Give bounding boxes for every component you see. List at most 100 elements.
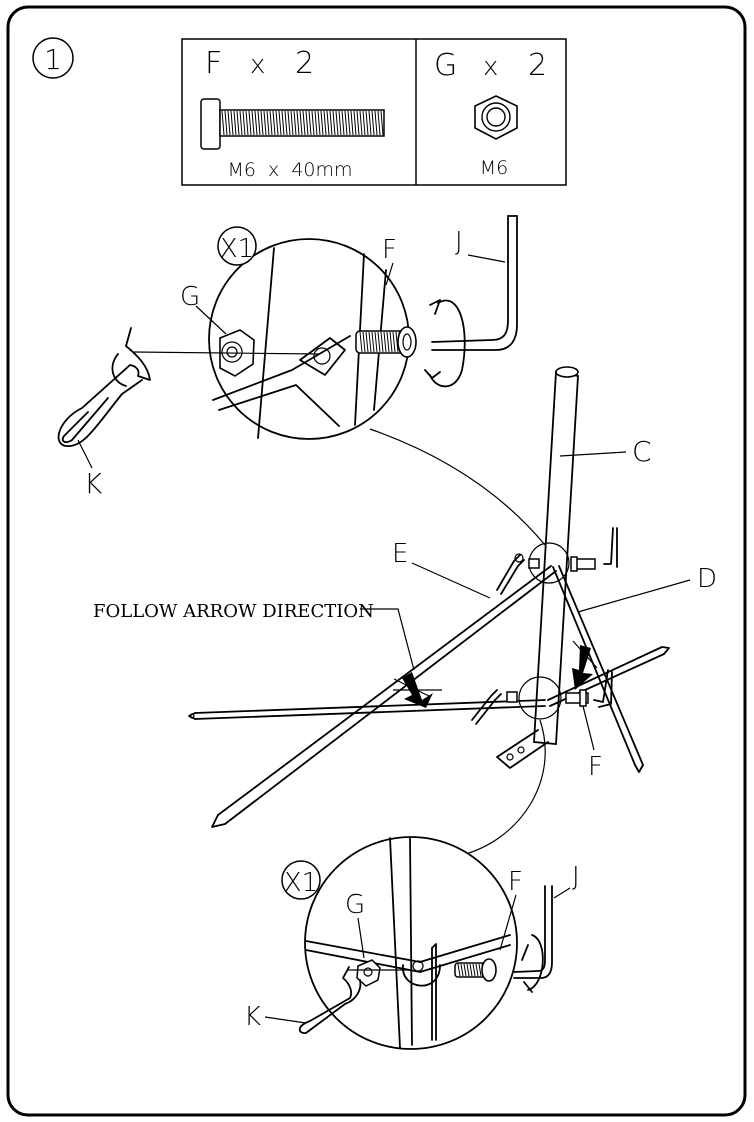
thread-line	[293, 110, 297, 136]
thread-line	[457, 963, 461, 977]
thread-line	[335, 110, 339, 136]
label-e: E	[392, 539, 408, 569]
thread-line	[371, 331, 375, 353]
thread-line	[323, 110, 327, 136]
label-f-top: F	[382, 235, 397, 265]
thread-line	[386, 331, 390, 353]
bolt-qty: 2	[295, 46, 314, 81]
hex-nut-icon	[474, 95, 518, 140]
thread-line	[299, 110, 303, 136]
thread-line	[308, 110, 312, 136]
bottom-nut	[356, 959, 381, 987]
thread-line	[284, 110, 288, 136]
direction-arrow-icon	[393, 640, 598, 708]
thread-line	[311, 110, 315, 136]
thread-line	[347, 110, 351, 136]
rotate-arrow-icon	[424, 299, 466, 388]
label-j-top: J	[455, 227, 463, 257]
thread-line	[287, 110, 291, 136]
thread-line	[466, 963, 470, 977]
upper-hardware	[496, 527, 618, 595]
thread-line	[460, 963, 464, 977]
thread-line	[266, 110, 270, 136]
upper-callout-line	[369, 428, 546, 546]
thread-line	[341, 110, 345, 136]
thread-line	[254, 110, 258, 136]
thread-line	[263, 110, 267, 136]
bolt-icon	[200, 98, 385, 150]
thread-line	[281, 110, 285, 136]
thread-line	[374, 331, 378, 353]
thread-line	[290, 110, 294, 136]
thread-line	[353, 110, 357, 136]
thread-line	[242, 110, 246, 136]
thread-line	[362, 110, 366, 136]
label-f-bottom: F	[508, 867, 523, 897]
thread-line	[359, 110, 363, 136]
label-k-top: K	[84, 467, 103, 500]
thread-line	[365, 110, 369, 136]
thread-line	[248, 110, 252, 136]
lower-hardware	[471, 669, 613, 725]
thread-line	[377, 110, 381, 136]
thread-line	[374, 110, 378, 136]
thread-line	[475, 963, 479, 977]
bolt-spec: M6 x 40mm	[227, 159, 352, 181]
bottom-detail-scale: X1	[281, 860, 321, 900]
thread-line	[338, 110, 342, 136]
thread-line	[239, 110, 243, 136]
thread-line	[395, 331, 399, 353]
parts-box: F x 2 M6 x 40mm G x 2 M6	[181, 38, 567, 186]
bolt-part: F x 2 M6 x 40mm	[200, 46, 385, 181]
pole-c	[496, 366, 579, 769]
thread-line	[260, 110, 264, 136]
top-detail: X1	[133, 226, 417, 440]
thread-line	[371, 110, 375, 136]
thread-line	[368, 110, 372, 136]
allen-key-icon	[431, 215, 518, 351]
thread-line	[221, 110, 225, 136]
bottom-allen-key	[513, 885, 553, 993]
label-j-bottom: J	[572, 862, 580, 892]
label-f-main: F	[588, 752, 603, 782]
thread-line	[368, 331, 372, 353]
top-bolt	[355, 326, 417, 358]
thread-line	[383, 331, 387, 353]
thread-line	[302, 110, 306, 136]
bottom-bolt	[454, 958, 497, 982]
main-assembly	[188, 366, 670, 856]
thread-line	[275, 110, 279, 136]
thread-line	[392, 331, 396, 353]
thread-line	[469, 963, 473, 977]
thread-line	[350, 110, 354, 136]
instruction-text: FOLLOW ARROW DIRECTION	[93, 601, 374, 622]
bolt-letter: F	[205, 46, 222, 81]
lower-joint-highlight	[518, 676, 562, 720]
svg-text:X1: X1	[220, 234, 254, 264]
wrench-icon	[57, 327, 151, 447]
thread-line	[272, 110, 276, 136]
thread-line	[305, 110, 309, 136]
nut-qty: 2	[528, 48, 547, 83]
thread-line	[463, 963, 467, 977]
nut-times: x	[483, 52, 498, 82]
thread-line	[317, 110, 321, 136]
bolt-times: x	[250, 50, 265, 80]
thread-line	[359, 331, 363, 353]
thread-line	[326, 110, 330, 136]
page-frame	[6, 5, 747, 1117]
thread-line	[296, 110, 300, 136]
thread-line	[365, 331, 369, 353]
thread-line	[380, 110, 384, 136]
thread-line	[332, 110, 336, 136]
thread-line	[236, 110, 240, 136]
thread-line	[245, 110, 249, 136]
thread-line	[269, 110, 273, 136]
thread-line	[472, 963, 476, 977]
thread-line	[380, 331, 384, 353]
bottom-wrench	[298, 966, 362, 1034]
thread-line	[227, 110, 231, 136]
label-g-top: G	[180, 282, 200, 312]
nut-spec: M6	[480, 157, 508, 179]
thread-line	[356, 110, 360, 136]
